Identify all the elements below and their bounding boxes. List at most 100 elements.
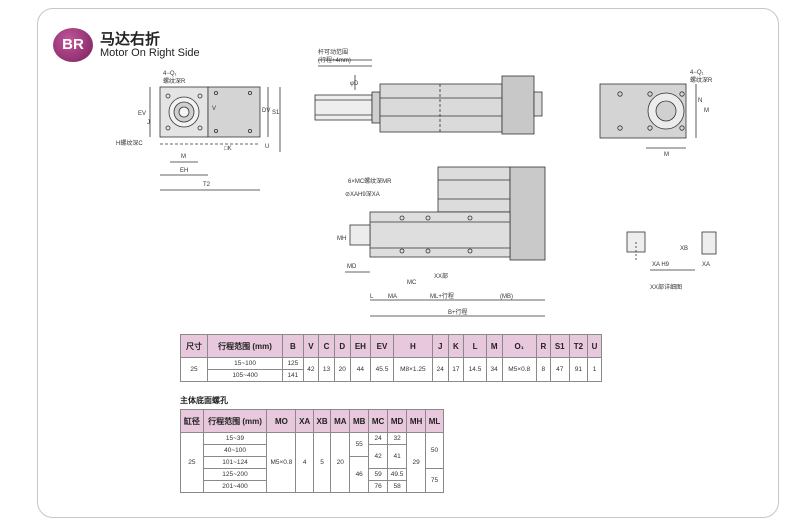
cell-ma: 20	[330, 432, 351, 493]
col-mo: MO	[266, 409, 297, 433]
col-mb: MB	[349, 409, 370, 433]
page-frame	[37, 8, 779, 518]
cell-stroke: 40~100	[202, 444, 268, 457]
cell-mc: 24	[368, 432, 389, 445]
cell-t2: 91	[568, 357, 589, 382]
cell-c: 13	[318, 357, 335, 382]
label-ev: EV	[138, 111, 146, 117]
cell-ml-b: 75	[425, 468, 444, 493]
col-u: U	[587, 334, 602, 358]
spec-table-main: 尺寸 行程范围 (mm) B V C D EH EV H J K L M O₁ …	[180, 334, 602, 382]
cell-h: M8×1.25	[392, 357, 433, 382]
col-v: V	[302, 334, 320, 358]
label-xa: XA	[702, 262, 710, 268]
col-ev: EV	[370, 334, 394, 358]
label-six-mc: 6×MC螺纹深MR	[348, 177, 392, 185]
col-r: R	[535, 334, 551, 358]
cell-mc: 76	[368, 480, 389, 493]
technical-drawing: 4−Q₁ 螺纹深R H螺纹深C EV J M EH T2 □K V DV S1 …	[116, 48, 717, 317]
label-mc: MC	[407, 280, 417, 286]
table-row: 201~400 76 58	[181, 480, 444, 493]
label-front-thread-r: 螺纹深R	[163, 77, 186, 85]
cell-mb-b: 46	[349, 456, 370, 493]
col-b: B	[282, 334, 304, 358]
cell-ml-a: 50	[425, 432, 444, 469]
col-xb: XB	[312, 409, 332, 433]
label-b-stroke: B+行程	[448, 308, 468, 316]
bottom-view	[345, 166, 546, 317]
label-stroke-range: 杆可动范围	[318, 48, 348, 56]
label-mb: (MB)	[500, 294, 513, 300]
cell-stroke-1: 15~100	[206, 357, 284, 370]
cell-stroke: 201~400	[202, 480, 268, 493]
cell-b-1: 125	[282, 357, 304, 370]
cell-u: 1	[587, 357, 602, 382]
label-xa-h9: XA H9	[652, 262, 670, 268]
label-k: □K	[224, 146, 232, 152]
cell-mo: M5×0.8	[266, 432, 297, 493]
br-badge: BR	[53, 28, 93, 62]
col-eh: EH	[349, 334, 372, 358]
col-h: H	[392, 334, 433, 358]
col-ml: ML	[425, 409, 444, 433]
label-xx: XX部	[434, 272, 448, 280]
label-m: M	[181, 154, 186, 160]
side-view	[314, 59, 543, 135]
cell-d: 20	[333, 357, 351, 382]
table-row: 25 15~39 M5×0.8 4 5 20 55 24 32 29 50	[180, 432, 444, 493]
label-right-m: M	[704, 108, 709, 114]
cell-md: 58	[387, 480, 408, 493]
col-mh: MH	[406, 409, 427, 433]
cell-eh: 44	[349, 357, 372, 382]
label-t2: T2	[203, 182, 211, 188]
cell-xa: 4	[295, 432, 314, 493]
cell-xb: 5	[312, 432, 332, 493]
col-m: M	[485, 334, 503, 358]
cell-mc: 59	[368, 468, 389, 481]
label-eh: EH	[180, 168, 188, 174]
label-ml-stroke: ML+行程	[430, 292, 454, 300]
cell-mc: 42	[368, 444, 389, 469]
label-ma: MA	[388, 294, 397, 300]
col-s1: S1	[549, 334, 570, 358]
col-mc: MC	[368, 409, 389, 433]
cell-l: 14.5	[463, 357, 487, 382]
label-s1: S1	[272, 110, 280, 116]
cell-stroke-2: 105~400	[206, 369, 284, 382]
cell-r: 8	[535, 357, 551, 382]
cell-stroke: 125~200	[202, 468, 268, 481]
table-row: 25 15~100 125 42 13 20 44 45.5 M8×1.25 2…	[180, 357, 602, 382]
table-header-row: 缸径 行程范围 (mm) MO XA XB MA MB MC MD MH ML	[180, 409, 444, 433]
col-d: D	[333, 334, 351, 358]
cell-md: 32	[387, 432, 408, 445]
col-bore: 缸径	[180, 409, 204, 433]
col-c: C	[318, 334, 335, 358]
table-row: 105~400 141	[181, 369, 602, 382]
label-phi-d: φD	[350, 81, 359, 87]
col-stroke: 行程范围 (mm)	[202, 409, 268, 433]
col-t2: T2	[568, 334, 589, 358]
cell-stroke: 15~39	[202, 432, 268, 445]
cell-stroke: 101~124	[202, 456, 268, 469]
col-j: J	[431, 334, 449, 358]
cell-md: 41	[387, 444, 408, 469]
cell-mh: 29	[406, 432, 427, 493]
label-mh: MH	[337, 236, 346, 242]
col-l: L	[463, 334, 487, 358]
label-right-n: N	[698, 98, 702, 104]
cell-v: 42	[302, 357, 320, 382]
label-right-bottom-m: M	[664, 152, 669, 158]
cell-bore: 25	[180, 432, 204, 493]
cell-j: 24	[431, 357, 449, 382]
page-title-en: Motor On Right Side	[100, 47, 200, 59]
label-u: U	[265, 144, 269, 150]
table-header-row: 尺寸 行程范围 (mm) B V C D EH EV H J K L M O₁ …	[180, 334, 602, 358]
cell-mb-a: 55	[349, 432, 370, 457]
table2-title: 主体底面螺孔	[180, 396, 228, 405]
label-j: J	[147, 120, 150, 126]
col-ma: MA	[330, 409, 351, 433]
label-xx-detail: XX部详细图	[650, 283, 682, 291]
label-md: MD	[347, 264, 357, 270]
table-row: 40~100 42 41	[181, 444, 444, 469]
label-right-thread-r: 螺纹深R	[690, 76, 713, 84]
